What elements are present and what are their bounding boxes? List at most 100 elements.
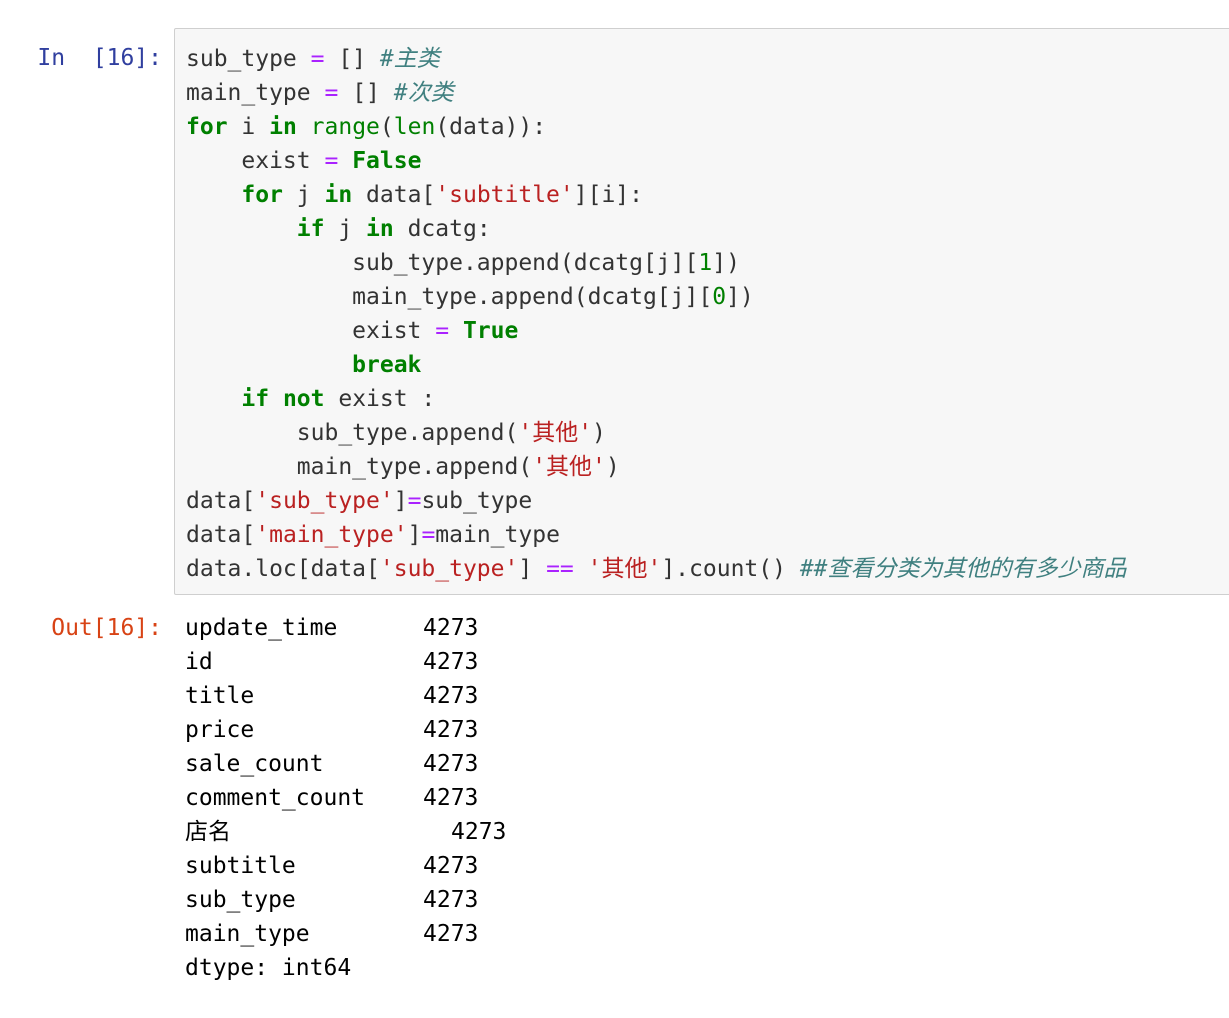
code-token: ]) xyxy=(712,250,740,276)
output-key: subtitle xyxy=(185,853,296,879)
code-token: [] xyxy=(338,80,394,106)
code-line: if j in dcatg: xyxy=(186,212,1127,246)
code-token: sub_type xyxy=(186,46,311,72)
code-token: in xyxy=(269,114,297,140)
code-token: j xyxy=(324,216,367,242)
code-token: in xyxy=(324,182,353,208)
code-token: exist xyxy=(186,148,325,174)
code-token xyxy=(297,114,311,140)
code-line: for j in data['subtitle'][i]: xyxy=(186,178,1127,212)
code-token: 1 xyxy=(698,250,713,276)
code-token: sub_type.append(dcatg[j][ xyxy=(186,250,699,276)
code-token xyxy=(338,148,352,174)
code-line: main_type.append('其他') xyxy=(186,450,1127,484)
code-token: len xyxy=(393,114,436,140)
code-token: #主类 xyxy=(379,46,440,72)
code-token: ) xyxy=(592,420,606,446)
code-line: exist = False xyxy=(186,144,1127,178)
code-token: True xyxy=(462,318,519,344)
code-token: sub_type xyxy=(421,488,533,514)
code-token: '其他' xyxy=(532,454,606,480)
output-value: 4273 xyxy=(423,921,479,947)
code-cell[interactable]: In [16]: sub_type = [] #主类 main_type = []… xyxy=(0,28,1229,596)
code-token: range xyxy=(310,114,380,140)
code-token: main_type xyxy=(186,80,325,106)
code-line: sub_type.append(dcatg[j][1]) xyxy=(186,246,1127,280)
code-token xyxy=(269,386,283,412)
code-line: data.loc[data['sub_type'] == '其他'].count… xyxy=(186,552,1127,586)
code-token: i xyxy=(227,114,270,140)
code-token: ][i]: xyxy=(573,182,644,208)
code-line: main_type = [] #次类 xyxy=(186,76,1127,110)
code-token: 'sub_type' xyxy=(255,488,394,514)
output-value: 4273 xyxy=(451,819,507,845)
code-token: main_type.append( xyxy=(186,454,533,480)
code-token: = xyxy=(310,46,325,72)
output-prompt: Out[16]: xyxy=(51,615,162,641)
code-token: '其他' xyxy=(518,420,593,446)
output-key: sale_count xyxy=(185,751,324,777)
code-token: if xyxy=(296,216,325,242)
code-line: main_type.append(dcatg[j][0]) xyxy=(186,280,1127,314)
code-token: = xyxy=(324,148,339,174)
code-line: data['sub_type']=sub_type xyxy=(186,484,1127,518)
output-row: subtitle 4273 xyxy=(185,849,506,883)
output-value: 4273 xyxy=(423,683,479,709)
code-token: 'main_type' xyxy=(255,522,408,548)
code-token: [] xyxy=(324,46,380,72)
code-token: = xyxy=(407,488,422,514)
code-token: break xyxy=(352,352,422,378)
code-line: break xyxy=(186,348,1127,382)
code-token: ] xyxy=(518,556,547,582)
code-token: data[ xyxy=(186,488,256,514)
code-token: = xyxy=(324,80,339,106)
code-token: exist : xyxy=(324,386,436,412)
code-token: main_type.append(dcatg[j][ xyxy=(186,284,713,310)
code-token: exist xyxy=(186,318,436,344)
output-key: update_time xyxy=(185,615,338,641)
code-token xyxy=(186,352,352,378)
output-value: 4273 xyxy=(423,751,479,777)
code-token: in xyxy=(366,216,394,242)
code-token: ##查看分类为其他的有多少商品 xyxy=(799,556,1127,582)
code-token: (data)): xyxy=(435,114,547,140)
code-token: ] xyxy=(393,488,408,514)
code-token: False xyxy=(352,148,422,174)
output-key: id xyxy=(185,649,213,675)
code-token: ]) xyxy=(726,284,754,310)
code-token: dcatg: xyxy=(393,216,491,242)
input-prompt: In [16]: xyxy=(37,45,162,71)
code-token: ] xyxy=(407,522,422,548)
output-value: 4273 xyxy=(423,853,479,879)
code-line: for i in range(len(data)): xyxy=(186,110,1127,144)
code-token: = xyxy=(421,522,436,548)
code-line: data['main_type']=main_type xyxy=(186,518,1127,552)
code-token xyxy=(186,182,241,208)
dtype-line: dtype: int64 xyxy=(185,955,352,981)
code-token: data.loc[data[ xyxy=(186,556,380,582)
output-key: 店名 xyxy=(185,819,231,845)
code-token: not xyxy=(282,386,325,412)
code-token: #次类 xyxy=(393,80,454,106)
code-token: data[ xyxy=(186,522,256,548)
code-token: main_type xyxy=(435,522,560,548)
code-token: if xyxy=(241,386,270,412)
code-token: 'subtitle' xyxy=(435,182,574,208)
code-token: ) xyxy=(605,454,620,480)
code-token xyxy=(186,386,241,412)
output-value: 4273 xyxy=(423,785,479,811)
output-value: 4273 xyxy=(423,717,479,743)
code-line: exist = True xyxy=(186,314,1127,348)
code-token: j xyxy=(282,182,325,208)
code-token: for xyxy=(186,114,228,140)
code-token: data[ xyxy=(352,182,436,208)
